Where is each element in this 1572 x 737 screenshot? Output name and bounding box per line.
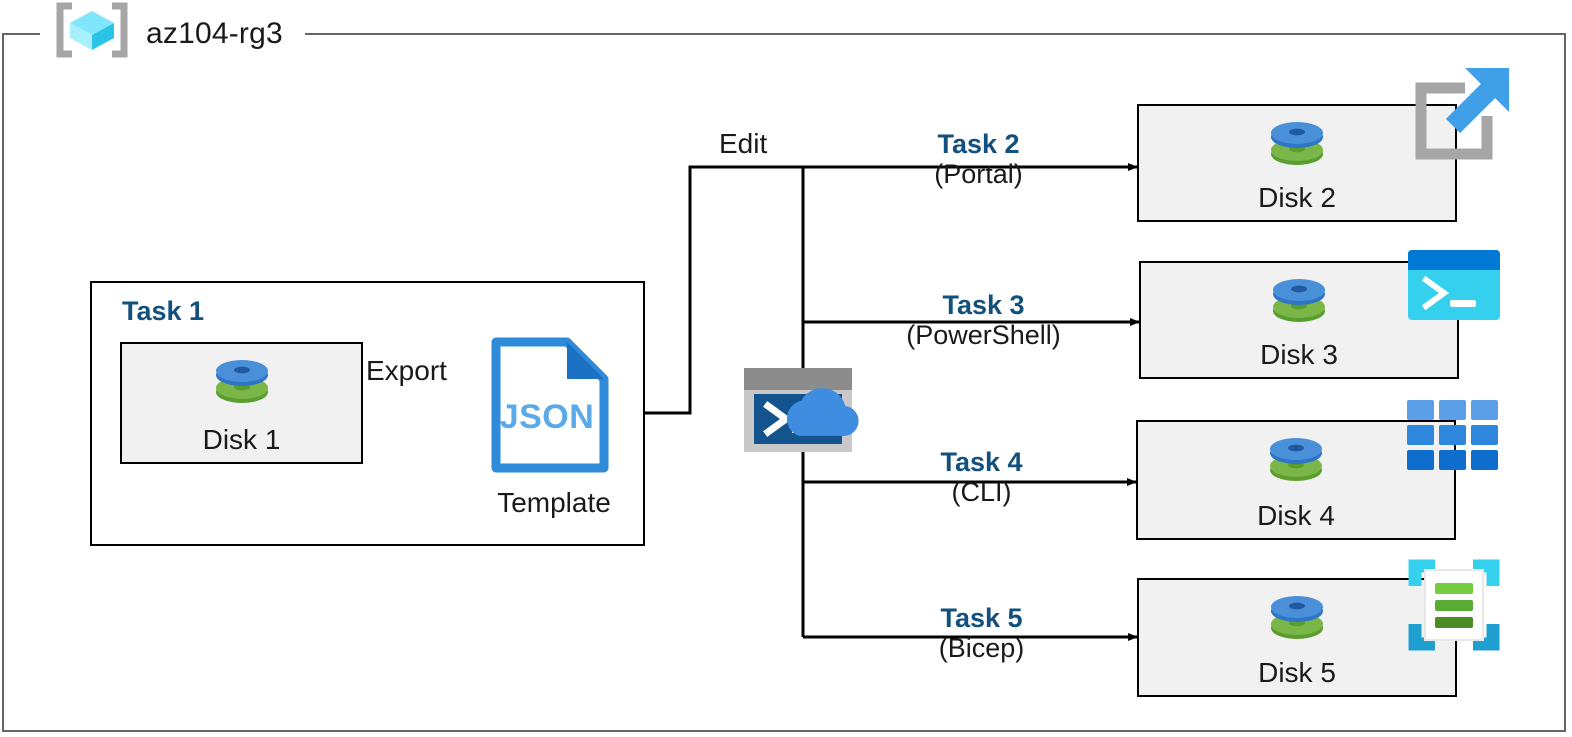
bicep-icon	[1408, 559, 1500, 651]
disk1-box: Disk 1	[120, 342, 363, 464]
task5-name: Task 5	[940, 603, 1023, 633]
task3-name: Task 3	[942, 290, 1025, 320]
resource-group-cube-icon	[50, 2, 134, 58]
disk2-box: Disk 2	[1137, 104, 1457, 222]
disk4-label: Disk 4	[1257, 500, 1335, 531]
managed-disk-icon	[212, 356, 272, 414]
task5-method: (Bicep)	[938, 633, 1025, 664]
disk5-box: Disk 5	[1137, 578, 1457, 697]
disk3-label: Disk 3	[1260, 339, 1338, 370]
managed-disk-icon	[1269, 275, 1329, 333]
task2-method: (Portal)	[934, 159, 1023, 190]
edit-label: Edit	[719, 128, 768, 159]
task3-method: (PowerShell)	[906, 320, 1061, 351]
powershell-icon	[1408, 250, 1500, 320]
task4-method: (CLI)	[951, 477, 1012, 508]
managed-disk-icon	[1267, 118, 1327, 176]
task3-edge-label: Task 3 (PowerShell)	[876, 290, 1091, 351]
azure-portal-icon	[1409, 64, 1519, 170]
task2-name: Task 2	[937, 129, 1020, 159]
disk4-box: Disk 4	[1136, 420, 1456, 540]
disk3-box: Disk 3	[1139, 261, 1459, 379]
task4-edge-label: Task 4 (CLI)	[874, 447, 1089, 508]
resource-group-container	[2, 33, 1566, 732]
resource-group-name: az104-rg3	[146, 17, 283, 50]
export-label: Export	[366, 355, 447, 386]
disk5-label: Disk 5	[1258, 657, 1336, 688]
template-caption: Template	[497, 487, 611, 518]
task4-name: Task 4	[940, 447, 1023, 477]
task2-edge-label: Task 2 (Portal)	[871, 129, 1086, 190]
json-file-icon: JSON	[489, 335, 611, 475]
cloud-shell-icon	[742, 366, 866, 462]
azure-cli-icon	[1407, 400, 1499, 472]
managed-disk-icon	[1267, 592, 1327, 650]
task1-title: Task 1	[122, 296, 205, 326]
managed-disk-icon	[1266, 434, 1326, 492]
svg-text:JSON: JSON	[500, 398, 595, 436]
disk1-label: Disk 1	[202, 424, 281, 455]
disk2-label: Disk 2	[1258, 182, 1336, 213]
task5-edge-label: Task 5 (Bicep)	[874, 603, 1089, 664]
